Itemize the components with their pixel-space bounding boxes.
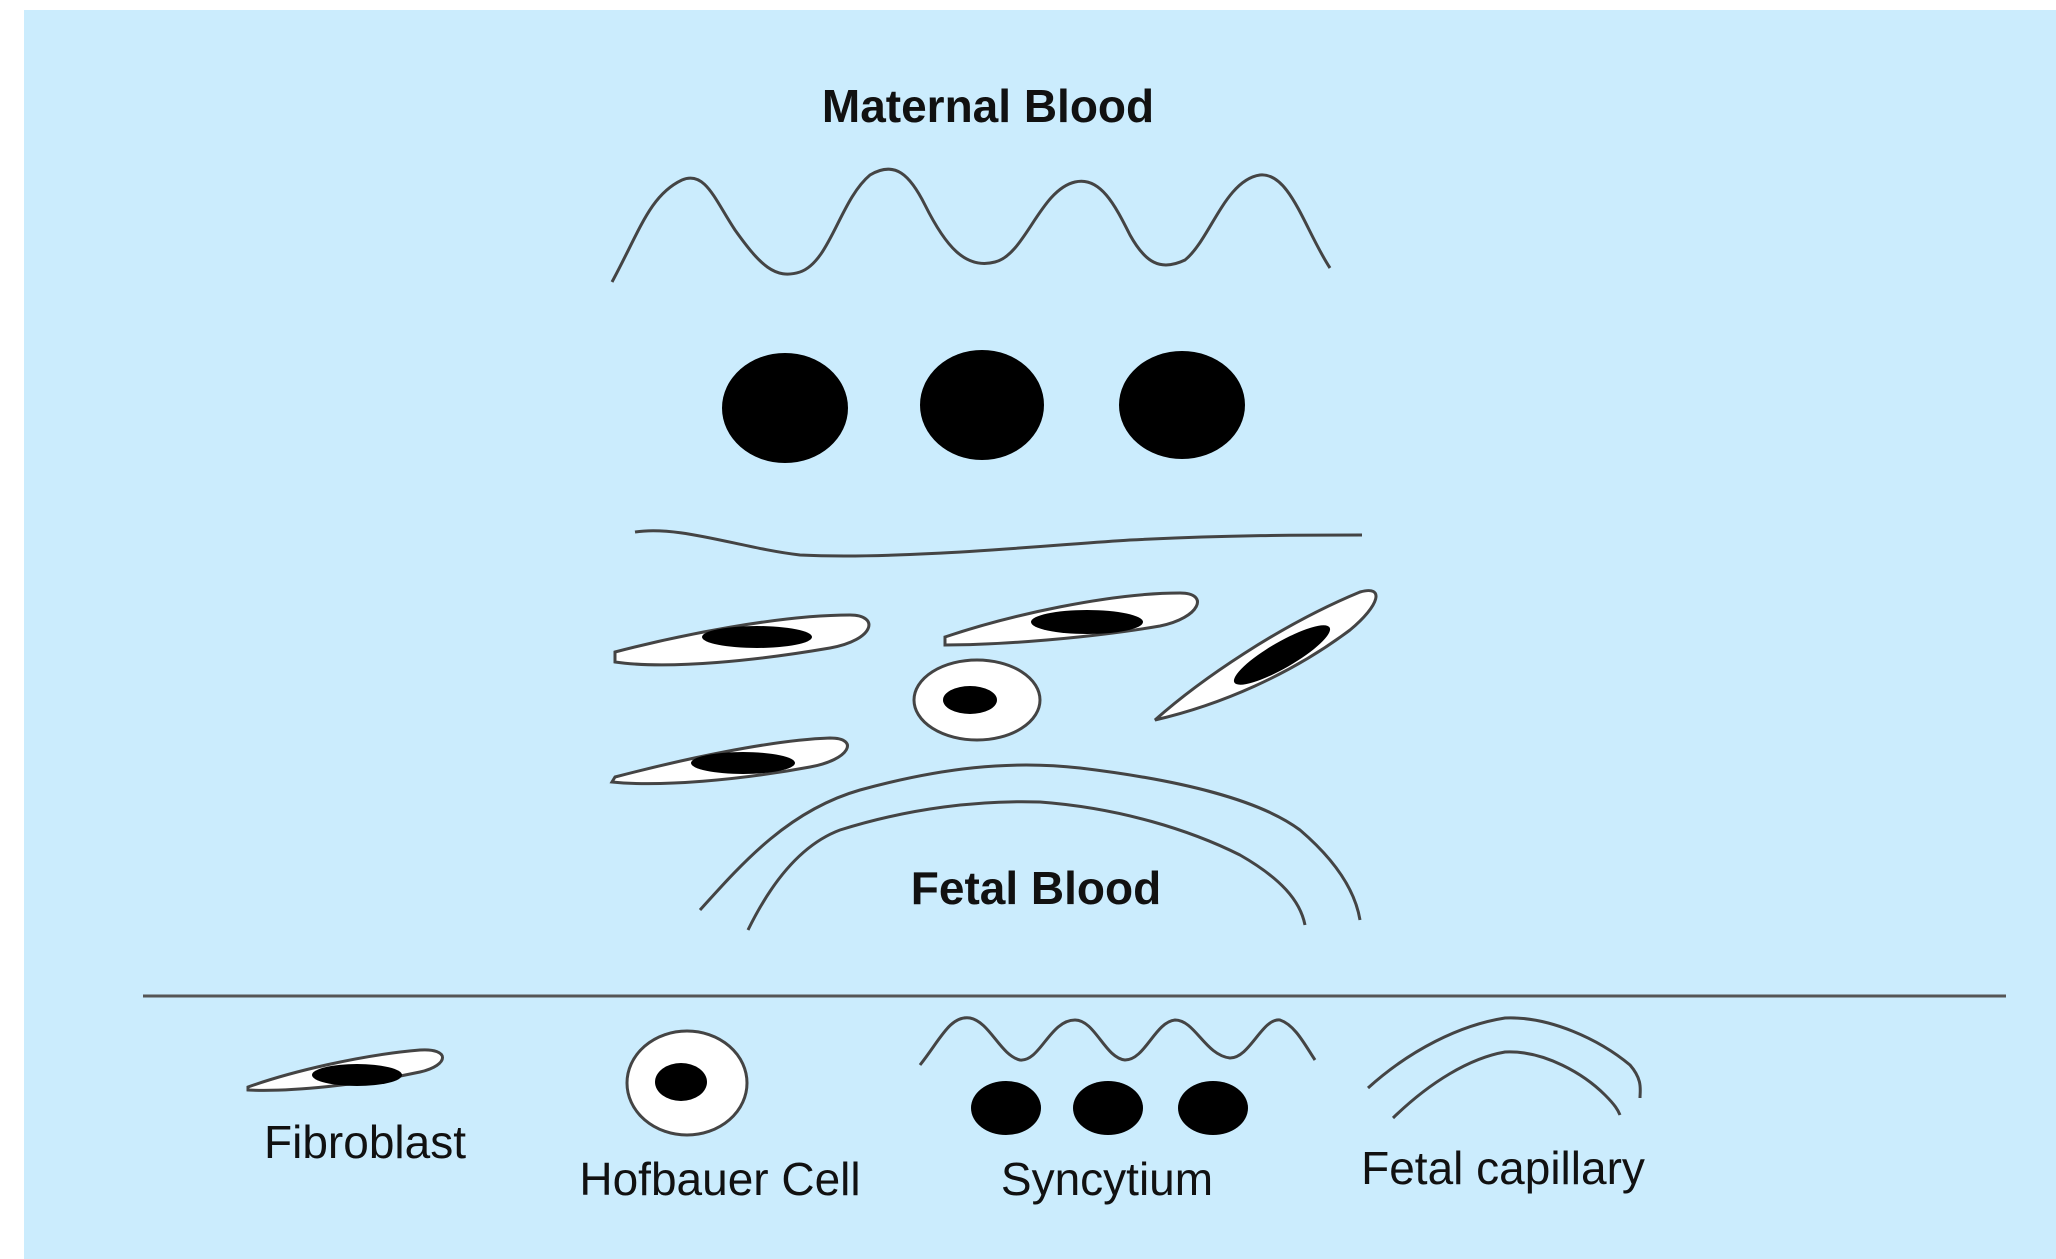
syncytial-nucleus [722,353,848,463]
syncytial-nucleus [920,350,1044,460]
legend-syncytium-label: Syncytium [1001,1153,1213,1205]
syncytial-nucleus [1119,351,1245,459]
fetal-blood-label: Fetal Blood [911,862,1161,914]
legend-hofbauer-icon [627,1031,747,1135]
maternal-blood-label: Maternal Blood [822,80,1154,132]
hofbauer-cell [914,660,1040,740]
legend-capillary-label: Fetal capillary [1361,1142,1645,1194]
legend-hofbauer-label: Hofbauer Cell [579,1153,860,1205]
legend-fibroblast-label: Fibroblast [264,1116,466,1168]
